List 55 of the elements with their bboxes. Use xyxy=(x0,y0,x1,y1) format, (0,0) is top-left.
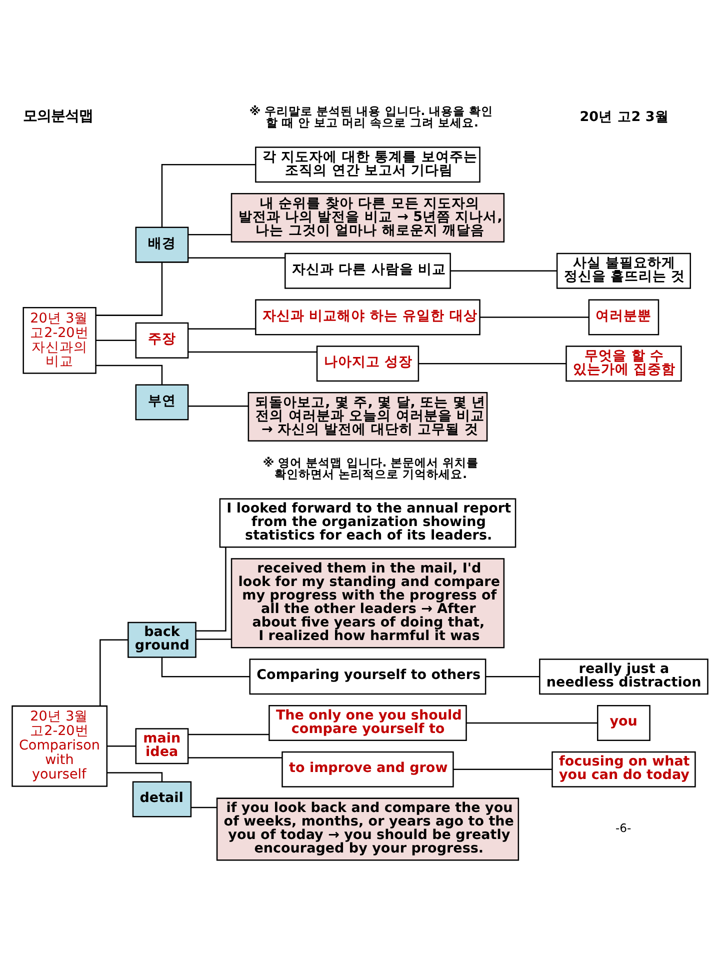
connector xyxy=(188,405,248,406)
node-box: you xyxy=(597,704,650,740)
node-box: 자신과 다른 사람을 비교 xyxy=(284,252,451,288)
node-box: 부연 xyxy=(135,384,189,420)
connector xyxy=(96,262,163,316)
node-box: really just a needless distraction xyxy=(539,658,708,694)
label: 모의분석맵 xyxy=(22,108,93,124)
node-box: Comparing yourself to others xyxy=(249,658,486,694)
node-box: 무엇을 할 수 있는가에 집중함 xyxy=(566,345,682,382)
connector xyxy=(196,546,226,631)
node-box: 나아지고 성장 xyxy=(316,345,420,382)
connector xyxy=(96,339,136,341)
node-box: I looked forward to the annual report from the organization showing statistics for each of its leaders. xyxy=(219,498,516,548)
connector xyxy=(96,364,163,384)
connector xyxy=(450,270,558,271)
node-box: main idea xyxy=(135,728,189,764)
connector xyxy=(188,733,270,735)
node-box: 20년 3월 고2-20번 자신과의 비교 xyxy=(22,306,96,374)
label: -6- xyxy=(616,820,632,835)
connector xyxy=(188,756,282,758)
node-box: back ground xyxy=(128,621,196,658)
label: ※ 영어 분석맵 입니다. 본문에서 위치를 확인하면서 논리적으로 기억하세요. xyxy=(262,455,479,481)
node-box: if you look back and compare the you of weeks, months, or years ago to the you of today → you should be greatly encouraged by your progress. xyxy=(216,797,520,860)
node-box: received them in the mail, I'd look for my standing and compare my progress with the progress of all the other leaders → After about five years of doing that, I realized how harmful it was xyxy=(230,558,505,648)
node-box: 주장 xyxy=(135,322,189,358)
connector xyxy=(161,164,256,227)
connector xyxy=(480,316,589,318)
connector xyxy=(100,638,128,706)
node-box: 배경 xyxy=(135,226,189,262)
node-box: 여러분뿐 xyxy=(588,298,660,335)
connector xyxy=(161,656,250,677)
node-box: 20년 3월 고2-20번 Comparison with yourself xyxy=(12,704,108,786)
connector xyxy=(466,722,598,724)
node-box: 각 지도자에 대한 통계를 보여주는 조직의 연간 보고서 기다림 xyxy=(255,146,480,182)
node-box: 내 순위를 찾아 다른 모든 지도자의 발전과 나의 발전을 비교 → 5년쯤 지나서, 나는 그것이 얼마나 해로운지 깨달음 xyxy=(230,192,505,242)
connector xyxy=(188,256,285,258)
connector xyxy=(191,806,217,808)
connector xyxy=(107,745,136,746)
node-box: 되돌아보고, 몇 주, 몇 달, 또는 몇 년 전의 여러분과 오늘의 여러분을 비교 → 자신의 발전에 대단히 고무될 것 xyxy=(248,391,488,442)
node-box: 자신과 비교해야 하는 유일한 대상 xyxy=(255,298,480,335)
connector xyxy=(418,362,566,364)
node-box: The only one you should compare yourself to xyxy=(268,704,467,740)
connector xyxy=(107,772,163,782)
connector xyxy=(188,328,256,329)
node-box: focusing on what you can do today xyxy=(552,750,696,787)
label: 20년 고2 3월 xyxy=(580,108,669,124)
connector xyxy=(196,638,232,640)
connector xyxy=(188,234,232,235)
connector xyxy=(453,768,552,770)
connector xyxy=(188,350,317,352)
node-box: detail xyxy=(132,780,192,817)
connector xyxy=(486,675,540,677)
label: ※ 우리말로 분석된 내용 입니다. 내용을 확인 할 때 안 보고 머리 속으로 그려 보세요. xyxy=(249,103,494,130)
node-box: 사실 불필요하게 정신을 흩뜨리는 것 xyxy=(556,252,691,288)
node-box: to improve and grow xyxy=(282,750,454,787)
